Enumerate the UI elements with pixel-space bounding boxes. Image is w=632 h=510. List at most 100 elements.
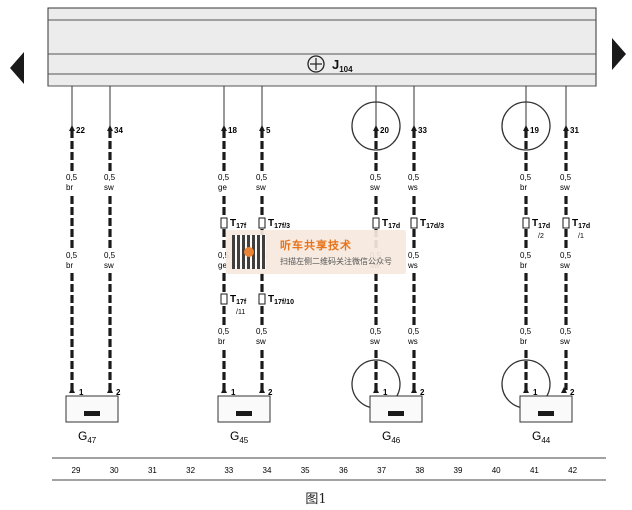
- wire-section: 0,5: [560, 327, 572, 336]
- wire-color: br: [520, 183, 527, 192]
- sensor-label: G47: [78, 429, 97, 445]
- plug-sub: 17d: [388, 223, 400, 230]
- plug-body: [220, 293, 228, 305]
- wire-section: 0,5: [560, 251, 572, 260]
- plug-sub: 17f: [236, 299, 247, 306]
- wire-color: sw: [370, 337, 380, 346]
- plug-label: T17f/10: [268, 294, 294, 306]
- plug-label: T17d: [532, 218, 550, 230]
- wire-section: 0,5: [218, 251, 230, 260]
- plug-body: [522, 217, 530, 229]
- sensor-pin: 2: [420, 388, 425, 397]
- track-number: 34: [263, 466, 272, 475]
- sensor-sub: 44: [541, 436, 550, 445]
- plug-sub: 17f: [236, 223, 247, 230]
- pin-number: 20: [380, 126, 389, 135]
- label-bg: [64, 172, 80, 194]
- plug-label: T17d/3: [420, 218, 444, 230]
- wire-section: 0,5: [104, 173, 116, 182]
- wire-arrow-top: [107, 125, 113, 131]
- wire-section: 0,5: [218, 327, 230, 336]
- sensor-element: [538, 411, 554, 416]
- track-number: 36: [339, 466, 348, 475]
- plug-body: [372, 217, 380, 229]
- sensor-pin: 2: [570, 388, 575, 397]
- wire-section: 0,5: [218, 173, 230, 182]
- wire-color: sw: [370, 183, 380, 192]
- sensor-box: [217, 395, 271, 423]
- wire-arrow-top: [411, 125, 417, 131]
- sensor-sub: 47: [87, 436, 96, 445]
- label-bg: [64, 250, 80, 272]
- wire-color: br: [66, 261, 73, 270]
- wire-section: 0,5: [104, 251, 116, 260]
- track-number: 40: [492, 466, 501, 475]
- track-number: 32: [186, 466, 195, 475]
- track-number: 38: [415, 466, 424, 475]
- pin-arrow: [561, 387, 567, 393]
- wire-color: br: [520, 337, 527, 346]
- wire-arrow-top: [373, 125, 379, 131]
- plug-label: T17d: [572, 218, 590, 230]
- wire-color: sw: [104, 261, 114, 270]
- sensor-box: [519, 395, 573, 423]
- pin-arrow: [373, 387, 379, 393]
- label-bg: [254, 172, 270, 194]
- wire-section: 0,5: [66, 173, 78, 182]
- watermark-title: 听车共享技术: [280, 240, 352, 252]
- wire-section: 0,5: [520, 251, 532, 260]
- left-arrow-icon[interactable]: [10, 52, 24, 84]
- wire-arrow-top: [221, 125, 227, 131]
- right-arrow-icon[interactable]: [612, 38, 626, 70]
- track-number: 37: [377, 466, 386, 475]
- label-bg: [406, 172, 422, 194]
- svg-text:J104: J104: [332, 57, 353, 74]
- wire-section: 0,5: [520, 173, 532, 182]
- pin-arrow: [107, 387, 113, 393]
- plug-sub: 17f/3: [274, 223, 290, 230]
- pin-number: 34: [114, 126, 123, 135]
- sensor-label: G44: [532, 429, 551, 445]
- pin-arrow: [221, 387, 227, 393]
- label-bg: [558, 326, 574, 348]
- plug-body: [258, 217, 266, 229]
- pin-number: 22: [76, 126, 85, 135]
- track-number: 31: [148, 466, 157, 475]
- sensor-element: [236, 411, 252, 416]
- wire-arrow-top: [259, 125, 265, 131]
- sensor-pin: 1: [231, 388, 236, 397]
- pin-number: 18: [228, 126, 237, 135]
- sensor-label: G45: [230, 429, 249, 445]
- label-bg: [254, 326, 270, 348]
- plug-extra: /11: [236, 309, 245, 316]
- control-unit-symbol: J104: [307, 55, 353, 74]
- plug-label: T17f: [230, 294, 247, 306]
- wire-color: ws: [407, 337, 418, 346]
- qr-code-icon: [232, 235, 266, 269]
- label-bg: [558, 250, 574, 272]
- highlight-circle: [351, 101, 401, 151]
- track-number: 39: [454, 466, 463, 475]
- wire-color: ws: [407, 183, 418, 192]
- plug-sub: 17f/10: [274, 299, 294, 306]
- plug-label: T17f: [230, 218, 247, 230]
- sensor-pin: 2: [268, 388, 273, 397]
- sensor-pin: 1: [383, 388, 388, 397]
- pin-arrow: [523, 387, 529, 393]
- wire-color: ws: [407, 261, 418, 270]
- wire-section: 0,5: [370, 173, 382, 182]
- sensor-box: [369, 395, 423, 423]
- wire-color: sw: [104, 183, 114, 192]
- wire-section: 0,5: [520, 327, 532, 336]
- wire-color: sw: [256, 337, 266, 346]
- wire-section: 0,5: [370, 327, 382, 336]
